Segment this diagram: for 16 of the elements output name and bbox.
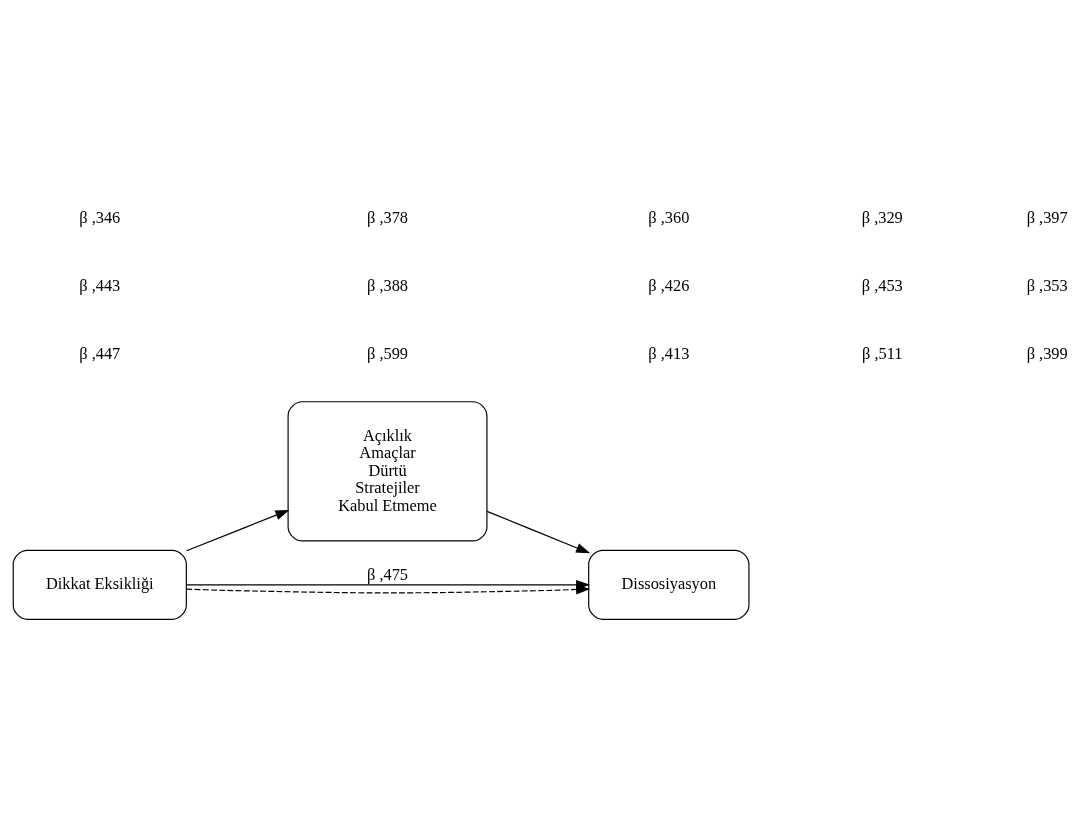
label: β ,443 bbox=[79, 275, 121, 295]
label: β ,360 bbox=[648, 207, 690, 227]
label: β ,599 bbox=[366, 343, 409, 363]
label: β ,346 bbox=[79, 207, 121, 227]
label: β ,426 bbox=[648, 275, 690, 295]
label: β ,329 bbox=[861, 207, 903, 227]
label: β ,397 bbox=[1026, 207, 1068, 227]
label: β ,447 bbox=[79, 343, 121, 363]
label: β ,399 bbox=[1026, 343, 1068, 363]
label: β ,413 bbox=[648, 343, 690, 363]
edge-label: β ,475 bbox=[366, 564, 409, 584]
label: β ,453 bbox=[861, 275, 903, 295]
label: β ,353 bbox=[1026, 275, 1068, 295]
label: β ,511 bbox=[862, 343, 903, 363]
label: β ,378 bbox=[366, 207, 409, 227]
label: β ,388 bbox=[366, 275, 409, 295]
